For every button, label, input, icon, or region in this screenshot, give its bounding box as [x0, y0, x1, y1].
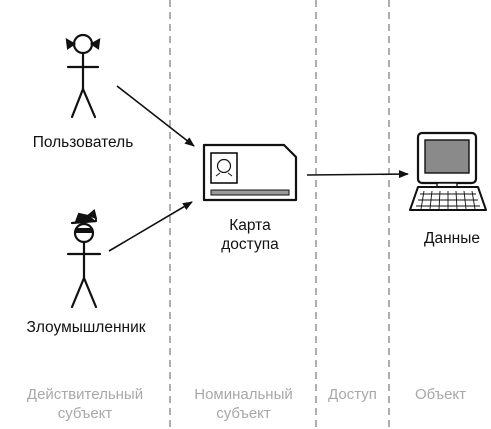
data-label: Данные — [424, 230, 480, 247]
card-label-line1: Карта — [229, 217, 271, 234]
attacker-label: Злоумышленник — [26, 319, 146, 336]
zone-access: Доступ — [328, 386, 377, 403]
arrow-attacker-to-card — [108, 201, 193, 252]
computer-icon — [409, 131, 487, 211]
arrow-card-to-data — [306, 170, 409, 179]
user-label: Пользователь — [32, 134, 134, 151]
card-label-line2: доступа — [221, 236, 279, 253]
zone-nominal-subject-line1: Номинальный — [194, 386, 293, 403]
zone-dividers — [169, 0, 390, 429]
zone-real-subject: Действительный субъект — [0, 385, 170, 423]
attacker-figure-icon — [66, 209, 102, 309]
access-card-icon — [202, 143, 298, 202]
zone-real-subject-line2: субъект — [57, 405, 113, 422]
card-label: Карта доступа — [200, 216, 300, 254]
zone-real-subject-line1: Действительный — [26, 386, 144, 403]
zone-nominal-subject-line2: субъект — [216, 405, 271, 422]
arrow-user-to-card — [116, 85, 195, 147]
zone-nominal-subject: Номинальный субъект — [171, 385, 316, 423]
user-figure-icon — [65, 33, 101, 119]
zone-object: Объект — [414, 386, 467, 403]
